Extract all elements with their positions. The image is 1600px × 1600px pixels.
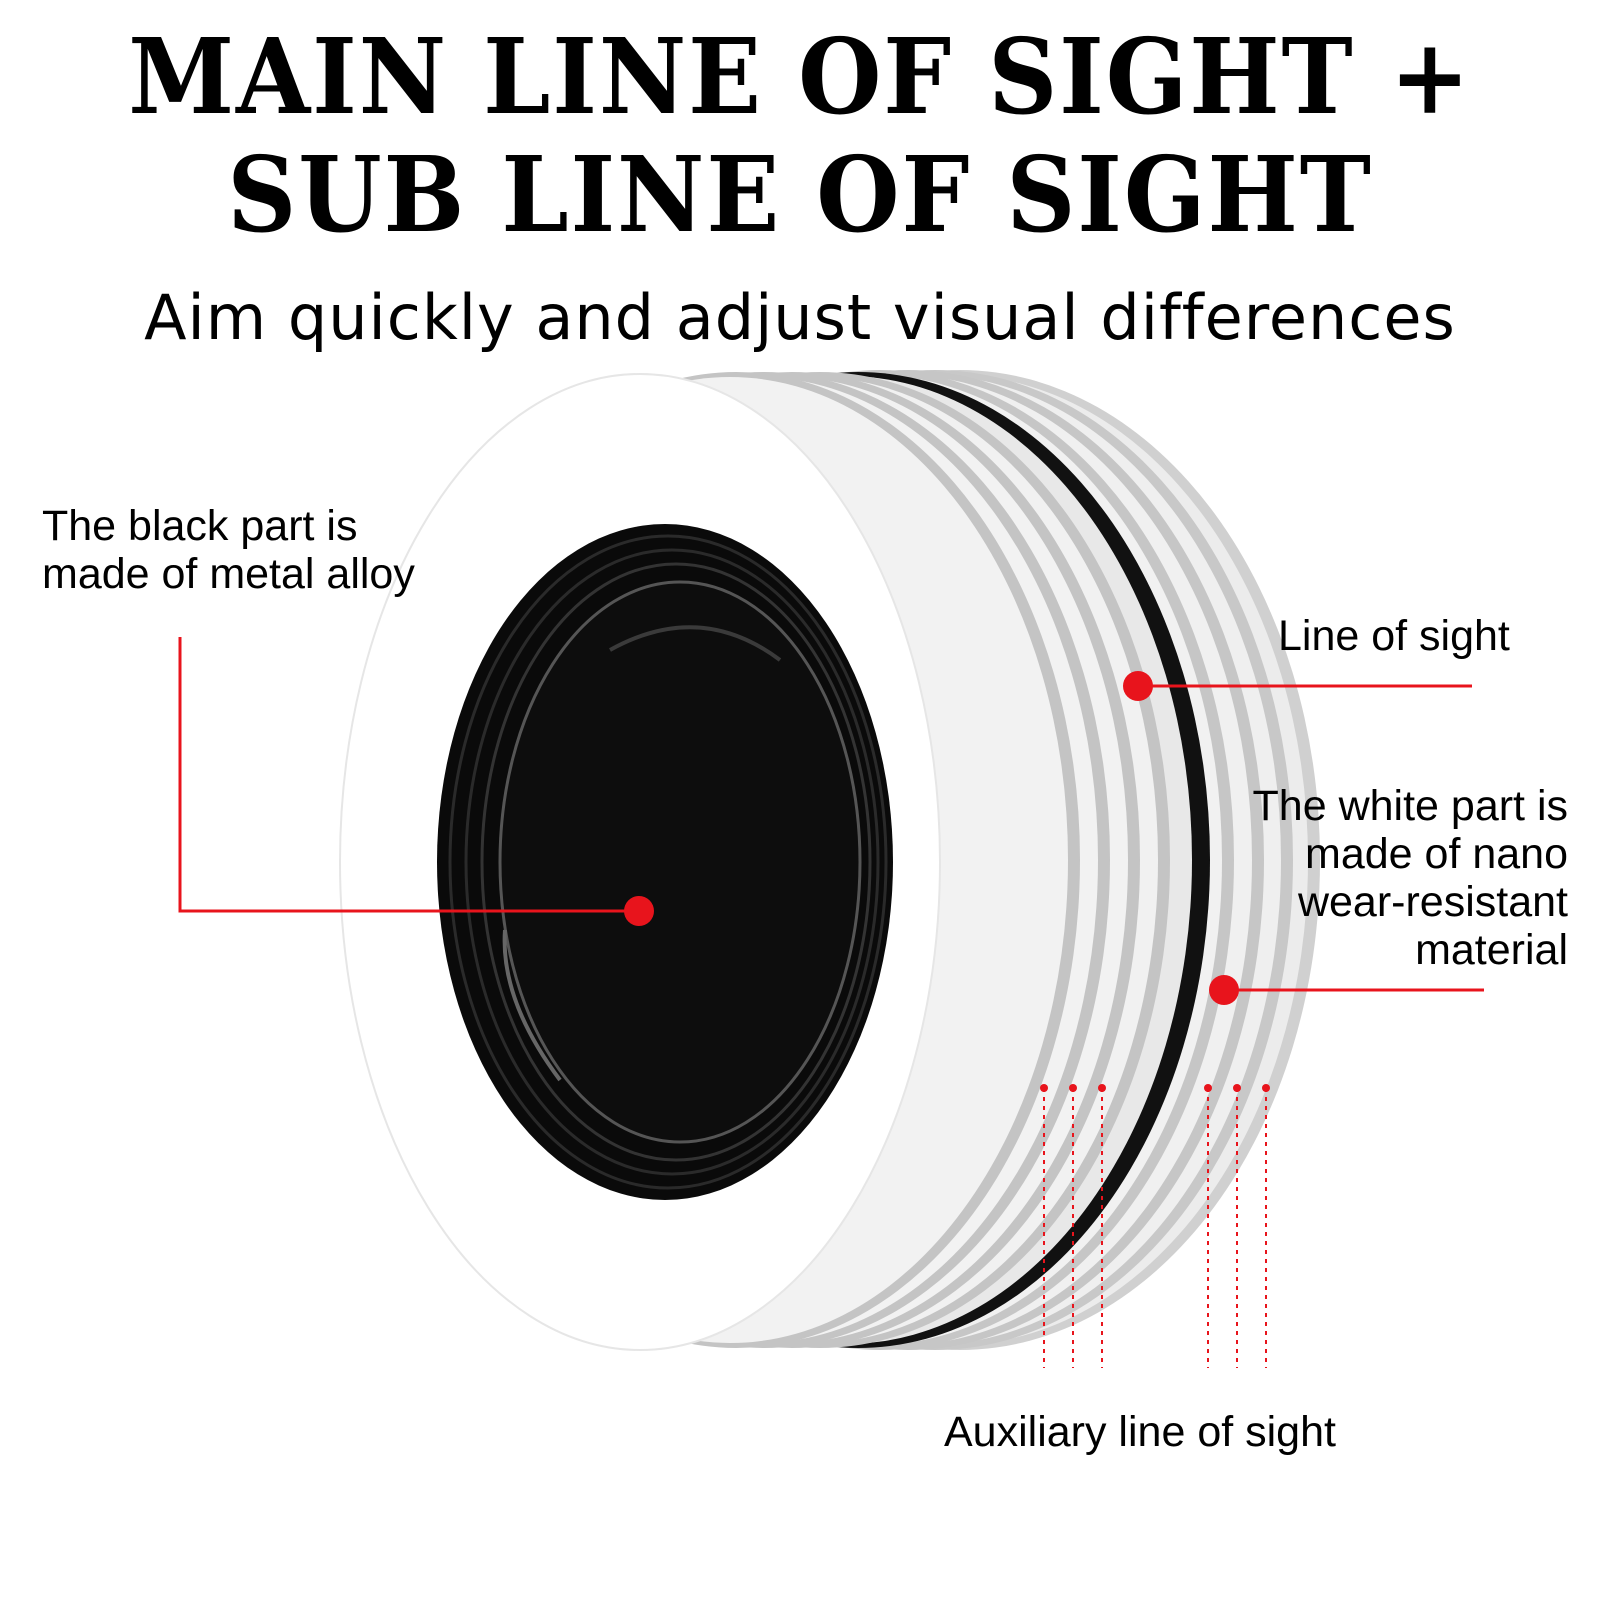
core-highlight: [502, 929, 562, 1082]
black-core-inner: [498, 580, 862, 1144]
label-black-part: The black part is made of metal alloy: [42, 502, 415, 598]
aux-dot-3: [1098, 1084, 1106, 1092]
black-core-ring-3: [480, 562, 872, 1162]
auxiliary-lines: [1043, 1088, 1267, 1368]
auxiliary-dots: [1040, 1084, 1270, 1092]
callout-white-part: [1209, 975, 1484, 1005]
label-black-part-line-2: made of metal alloy: [42, 550, 415, 598]
label-white-part: The white part is made of nano wear-resi…: [1253, 782, 1568, 974]
subtitle: Aim quickly and adjust visual difference…: [144, 281, 1456, 354]
aux-dot-1: [1040, 1084, 1048, 1092]
aux-dot-4: [1204, 1084, 1212, 1092]
callout-white-dot: [1209, 975, 1239, 1005]
main-title: MAIN LINE OF SIGHT + SUB LINE OF SIGHT: [64, 18, 1536, 254]
ring-stack: [339, 370, 1320, 1351]
callout-black-part: [178, 637, 654, 926]
callout-black-line: [178, 637, 638, 913]
core-highlight-top: [609, 625, 782, 662]
aux-dot-6: [1262, 1084, 1270, 1092]
title-line-1: MAIN LINE OF SIGHT +: [128, 15, 1472, 138]
callout-los-dot: [1123, 671, 1153, 701]
label-white-part-line-3: wear-resistant: [1297, 878, 1568, 926]
label-line-of-sight: Line of sight: [1278, 612, 1510, 660]
label-black-part-line-1: The black part is: [42, 502, 358, 550]
black-core-ring-2: [464, 548, 880, 1176]
label-white-part-line-4: material: [1415, 926, 1568, 974]
callout-black-dot: [624, 896, 654, 926]
title-line-2: SUB LINE OF SIGHT: [227, 133, 1373, 256]
callout-line-of-sight: [1123, 671, 1472, 701]
label-white-part-line-1: The white part is: [1252, 782, 1568, 830]
label-auxiliary: Auxiliary line of sight: [944, 1408, 1336, 1456]
aux-dot-2: [1069, 1084, 1077, 1092]
black-core-ring-1: [448, 534, 888, 1190]
label-white-part-line-2: made of nano: [1305, 830, 1568, 878]
aux-dot-5: [1233, 1084, 1241, 1092]
